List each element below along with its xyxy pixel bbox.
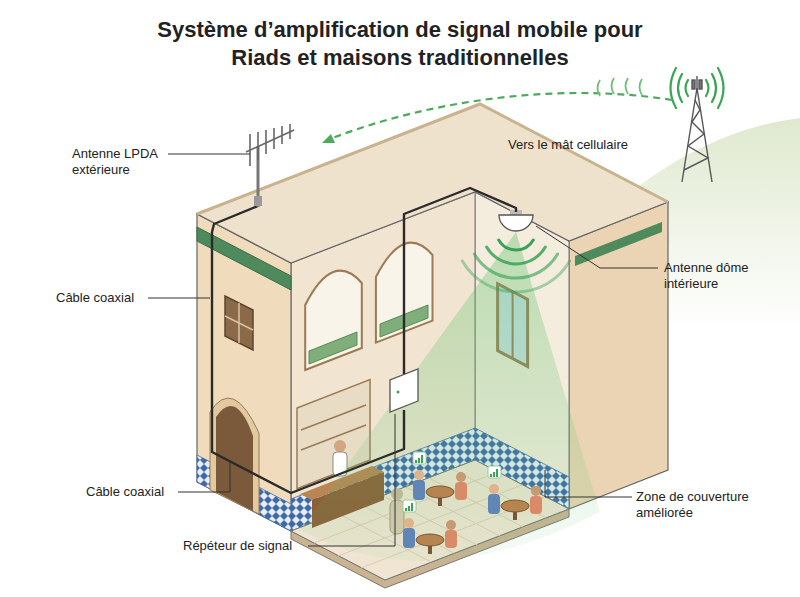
signal-repeater (390, 369, 418, 412)
facade-window (225, 296, 253, 350)
dome-antenna (499, 215, 533, 231)
wave-arc (678, 74, 682, 102)
callout-label: Câble coaxial (86, 484, 181, 500)
antenna-element (273, 128, 275, 149)
callout-label: Antenne LPDA extérieure (72, 146, 172, 178)
tower-panel (699, 80, 702, 89)
tower-waves (671, 68, 724, 108)
tower-brace (684, 100, 708, 170)
antenna-element (289, 124, 291, 139)
antenna-element (257, 132, 259, 160)
wave-arc (640, 79, 643, 95)
antenna-element (265, 130, 267, 154)
tower-leg (697, 88, 712, 182)
flat-roof (197, 104, 668, 263)
wave-arc (612, 78, 615, 94)
leader-line (168, 154, 250, 155)
diagram-title: Système d’amplification de signal mobile… (145, 16, 655, 72)
kitchen-shelf (301, 405, 366, 430)
wave-arc (487, 247, 546, 264)
antenna-element (281, 126, 283, 144)
callout-label: Vers le mât cellulaire (508, 137, 678, 153)
coaxial-cable (212, 206, 404, 493)
wave-arc (706, 80, 709, 96)
leader-lines (148, 154, 658, 546)
callout-label: Antenne dôme intérieure (664, 260, 779, 292)
salon-arch (305, 271, 362, 370)
window-grille (225, 316, 253, 330)
callout-label: Câble coaxial (56, 290, 151, 306)
repeater-led (397, 391, 400, 394)
leader-line (308, 414, 395, 546)
antenna-boom (246, 130, 294, 152)
wave-arc (712, 74, 716, 102)
green-sofa (309, 332, 357, 364)
kitchen-shelf (301, 425, 366, 450)
barista-head (334, 440, 346, 452)
callout-label: Zone de couverture améliorée (636, 489, 776, 521)
leader-line (545, 470, 632, 497)
mast-base (254, 196, 262, 206)
cafe-table-set (403, 500, 457, 554)
wave-arc (671, 68, 677, 108)
callout-label: Répéteur de signal (183, 538, 323, 554)
wave-arc (718, 68, 724, 108)
leader-line (148, 298, 210, 299)
tower-panel (692, 80, 695, 89)
tower-mast (696, 76, 697, 88)
leader-line (178, 462, 230, 492)
wave-arc (626, 78, 629, 94)
wave-arc (686, 80, 689, 96)
wave-arc (598, 80, 601, 96)
signal-arrowhead (322, 134, 335, 143)
coverage-zone (300, 232, 600, 561)
antenna-element (249, 134, 251, 166)
arched-door (216, 406, 253, 511)
roof-parapet (197, 104, 668, 214)
cafe-table-set (488, 466, 542, 520)
signal-waves (598, 78, 643, 96)
wave-arc (474, 254, 557, 278)
wave-arc (462, 261, 569, 292)
leader-line (536, 226, 658, 268)
dome-waves (462, 240, 569, 292)
cafe-table-set (413, 452, 467, 506)
coaxial-cable (404, 188, 516, 374)
lpda-antenna (246, 124, 294, 166)
wave-arc (499, 240, 534, 250)
cell-tower (682, 76, 712, 182)
